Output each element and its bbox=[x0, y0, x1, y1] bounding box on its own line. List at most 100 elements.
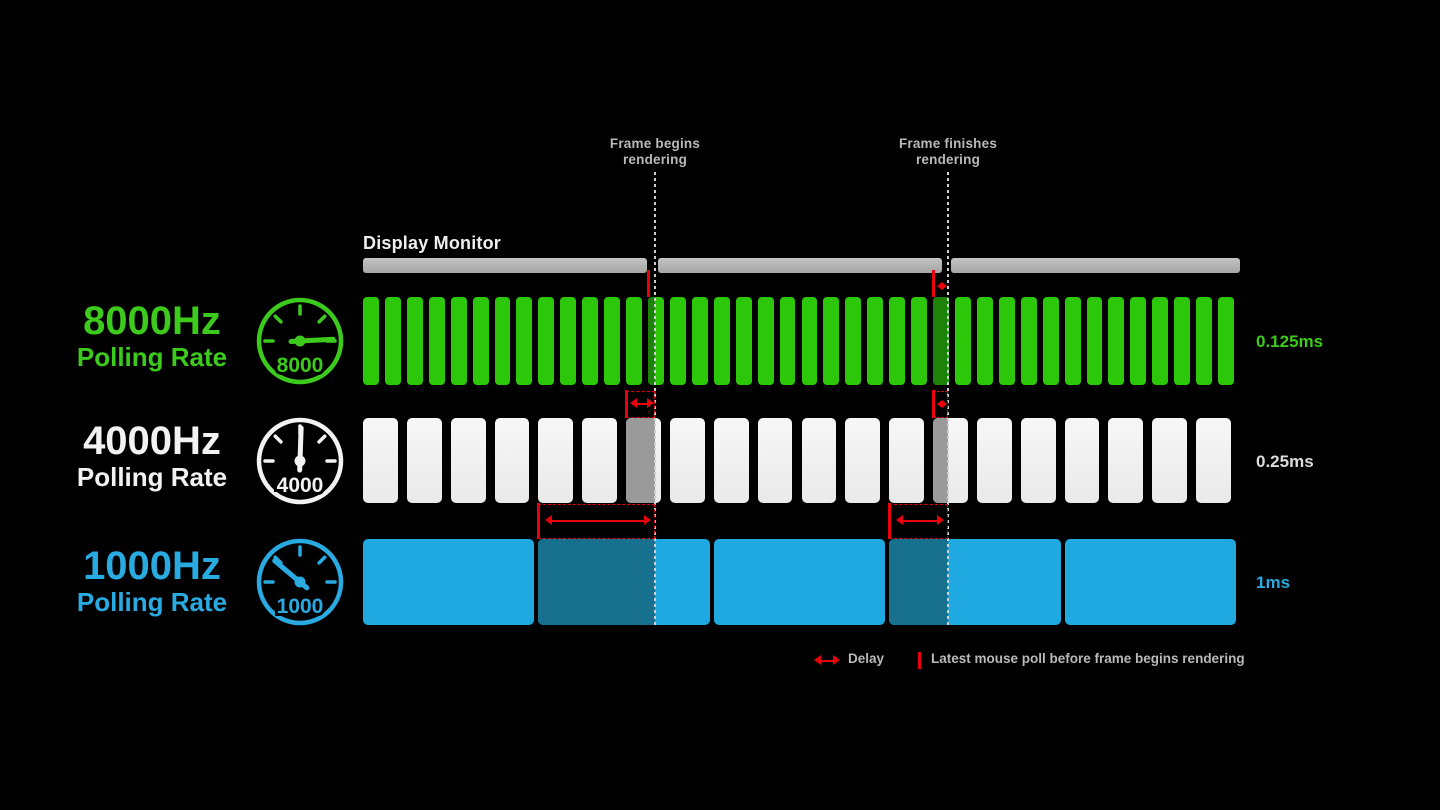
delay-legend-icon-part bbox=[833, 655, 840, 666]
poll-bar-4000hz bbox=[406, 418, 442, 503]
rate-label-4000hz: 4000Hz bbox=[83, 419, 221, 463]
delay-box-1000-finish bbox=[889, 504, 948, 539]
delay-legend-icon bbox=[814, 655, 840, 666]
poll-bar-4000hz bbox=[1064, 418, 1100, 503]
poll-bar-8000hz bbox=[494, 297, 511, 385]
delay-arrow-8000-finish-part bbox=[941, 282, 947, 290]
display-monitor-label: Display Monitor bbox=[363, 233, 502, 253]
rate-label-1000hz: 1000Hz bbox=[83, 544, 221, 588]
poll-bar-8000hz bbox=[363, 297, 379, 385]
poll-bar-8000hz bbox=[1130, 297, 1147, 385]
poll-bar-4000hz bbox=[713, 418, 749, 503]
delay-arrow-1000-begin-part bbox=[545, 515, 553, 526]
poll-bar-4000hz bbox=[1108, 418, 1144, 503]
poll-bar-4000hz bbox=[582, 418, 618, 503]
gauge-svg-4000hz: 4000 bbox=[256, 417, 344, 504]
poll-bar-4000hz bbox=[450, 418, 486, 503]
delay-arrow-4000-finish bbox=[937, 399, 947, 409]
frame-begins-annotation: Frame begins rendering bbox=[545, 136, 765, 168]
delay-box-4000-begin bbox=[626, 391, 656, 418]
last-poll-dark-segment-4000hz bbox=[933, 418, 948, 503]
gauge-svg-8000hz: 8000 bbox=[256, 297, 344, 385]
poll-bar-4000hz bbox=[494, 418, 530, 503]
latest-poll-legend-icon bbox=[918, 652, 921, 669]
frame-line-finish bbox=[946, 172, 949, 628]
delay-arrow-8000-finish bbox=[937, 281, 947, 291]
frame-finishes-line2: rendering bbox=[915, 152, 981, 167]
delay-arrow-1000-begin-part bbox=[644, 515, 652, 526]
frame-begins-line2: rendering bbox=[622, 152, 688, 167]
delay-arrow-1000-finish bbox=[896, 515, 944, 526]
poll-bar-8000hz bbox=[604, 297, 621, 385]
row-label-1000hz: 1000Hz Polling Rate bbox=[52, 545, 252, 616]
poll-bar-8000hz bbox=[384, 297, 401, 385]
last-poll-dark-segment-8000hz bbox=[648, 297, 656, 385]
delay-arrow-4000-begin-part bbox=[630, 398, 638, 409]
latest-poll-tick-4000-begin bbox=[625, 390, 629, 418]
interval-label-1000hz: 1ms bbox=[1256, 573, 1291, 592]
poll-bar-1000hz bbox=[363, 539, 535, 625]
gauge-icon-8000: 8000 bbox=[252, 293, 348, 389]
poll-bar-8000hz bbox=[669, 297, 686, 385]
gauge-icon-4000: 4000 bbox=[252, 413, 348, 509]
latest-poll-tick-4000-finish bbox=[932, 390, 936, 418]
interval-label-8000hz: 0.125ms bbox=[1256, 332, 1324, 351]
poll-bar-8000hz bbox=[911, 297, 928, 385]
delay-arrow-1000-finish-part bbox=[936, 515, 944, 526]
poll-bar-8000hz bbox=[713, 297, 730, 385]
poll-bar-8000hz bbox=[560, 297, 577, 385]
poll-bar-8000hz bbox=[1196, 297, 1213, 385]
last-poll-dark-segment-1000hz bbox=[538, 539, 656, 625]
legend-delay-label: Delay bbox=[848, 651, 885, 666]
delay-arrow-1000-begin-part bbox=[550, 520, 647, 522]
delay-arrow-4000-begin-part bbox=[647, 398, 655, 409]
poll-bar-8000hz bbox=[1086, 297, 1103, 385]
poll-bar-4000hz bbox=[363, 418, 398, 503]
last-poll-dark-segment-4000hz bbox=[626, 418, 656, 503]
frame-line-begin bbox=[654, 172, 657, 628]
row-label-4000hz: 4000Hz Polling Rate bbox=[52, 420, 252, 491]
poll-bar-4000hz bbox=[1196, 418, 1231, 503]
display-monitor-bar bbox=[658, 258, 942, 273]
delay-arrow-1000-finish-part bbox=[901, 520, 939, 522]
poll-bar-8000hz bbox=[1108, 297, 1125, 385]
display-monitor-bar bbox=[950, 258, 1240, 273]
delay-arrow-4000-finish-part bbox=[941, 400, 947, 408]
last-poll-dark-segment-1000hz bbox=[889, 539, 948, 625]
poll-bar-4000hz bbox=[538, 418, 574, 503]
delay-arrow-8000-finish-part bbox=[937, 282, 943, 290]
delay-arrow-1000-begin bbox=[545, 515, 652, 526]
latest-poll-tick-8000-finish bbox=[932, 270, 936, 297]
delay-legend-icon-part bbox=[814, 655, 821, 666]
poll-bar-8000hz bbox=[626, 297, 643, 385]
poll-bar-8000hz bbox=[801, 297, 818, 385]
poll-bar-4000hz bbox=[1020, 418, 1056, 503]
poll-bar-4000hz bbox=[889, 418, 925, 503]
poll-bar-1000hz bbox=[1064, 539, 1236, 625]
poll-bar-8000hz bbox=[735, 297, 752, 385]
latest-poll-tick-1000-begin bbox=[537, 503, 541, 539]
poll-bar-8000hz bbox=[406, 297, 423, 385]
poll-bar-8000hz bbox=[450, 297, 467, 385]
delay-arrow-4000-finish-part bbox=[937, 400, 943, 408]
rate-label-8000hz: 8000Hz bbox=[83, 299, 221, 343]
latest-poll-tick-8000-begin bbox=[647, 270, 651, 297]
polling-rate-label-4000hz: Polling Rate bbox=[76, 462, 228, 492]
delay-arrow-1000-finish-part bbox=[896, 515, 904, 526]
row-label-8000hz: 8000Hz Polling Rate bbox=[52, 300, 252, 371]
poll-bar-8000hz bbox=[823, 297, 840, 385]
poll-bar-8000hz bbox=[757, 297, 774, 385]
polling-rate-label-1000hz: Polling Rate bbox=[76, 587, 228, 617]
display-monitor-bar bbox=[363, 258, 648, 273]
poll-bar-4000hz bbox=[801, 418, 837, 503]
gauge-value-1000hz: 1000 bbox=[277, 595, 324, 618]
frame-finishes-line1: Frame finishes bbox=[898, 136, 998, 151]
poll-bar-1000hz bbox=[713, 539, 886, 625]
delay-box-1000-begin bbox=[538, 504, 656, 539]
poll-bar-8000hz bbox=[538, 297, 555, 385]
gauge-icon-1000: 1000 bbox=[252, 534, 348, 630]
poll-bar-8000hz bbox=[1152, 297, 1169, 385]
last-poll-dark-segment-8000hz bbox=[933, 297, 948, 385]
poll-bar-4000hz bbox=[669, 418, 705, 503]
